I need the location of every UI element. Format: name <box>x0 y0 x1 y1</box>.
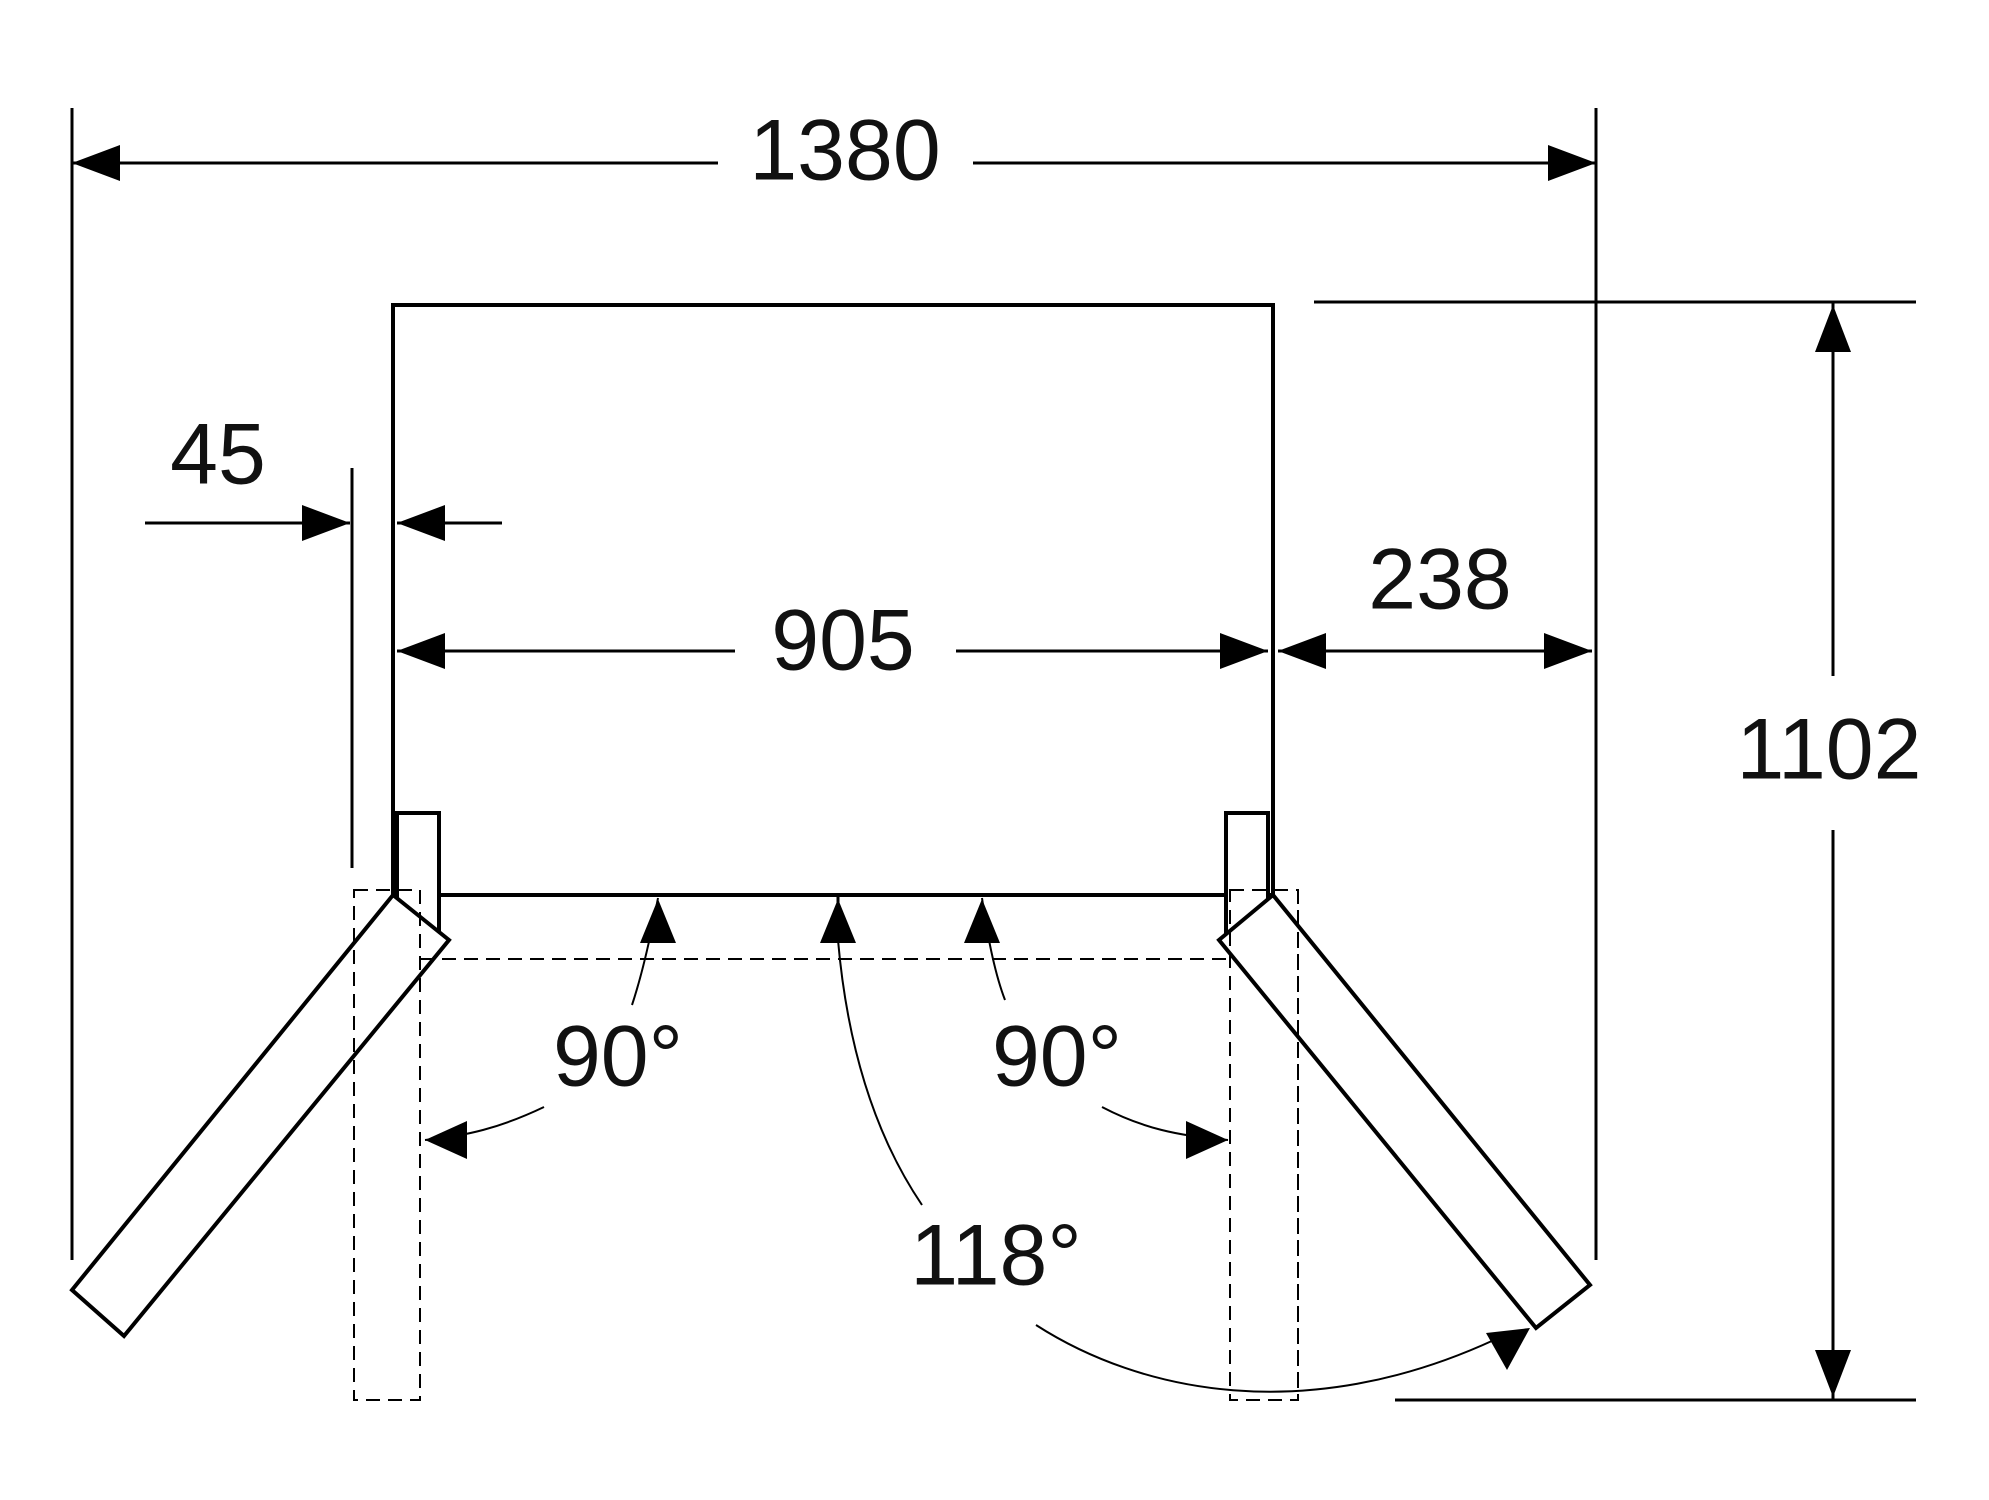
full-open-upper-arrow <box>820 899 856 943</box>
hinge-gap-left-arrow <box>302 505 350 541</box>
side-clearance-label: 238 <box>1368 532 1512 628</box>
full-open-angle-label: 118° <box>910 1208 1082 1304</box>
door-width-left-arrow <box>397 633 445 669</box>
right-open-door <box>1216 892 1593 1331</box>
depth-bottom-arrow <box>1815 1350 1851 1397</box>
overall-width-left-arrow <box>72 145 120 181</box>
left-door-angle-label: 90° <box>553 1009 683 1105</box>
left-door-90-position <box>353 889 421 1401</box>
overall-width-label: 1380 <box>749 103 940 199</box>
right-door-angle-label: 90° <box>992 1009 1122 1105</box>
depth-label: 1102 <box>1737 702 1922 798</box>
door-width-right-arrow <box>1220 633 1268 669</box>
hinge-gap-label: 45 <box>170 407 266 503</box>
full-open-angle-arc <box>837 939 923 1206</box>
left-90-upper-arrow <box>640 899 676 943</box>
side-clearance-left-arrow <box>1278 633 1326 669</box>
full-open-lower-arrow <box>1486 1328 1530 1370</box>
right-90-upper-arrow <box>964 899 1000 943</box>
side-clearance-right-arrow <box>1544 633 1592 669</box>
hinge-gap-right-arrow <box>397 505 445 541</box>
right-90-lower-arrow <box>1186 1121 1228 1159</box>
right-door-90-position <box>1229 889 1299 1401</box>
left-open-door <box>69 892 452 1339</box>
left-90-lower-arrow <box>425 1121 467 1159</box>
overall-width-right-arrow <box>1548 145 1596 181</box>
full-open-lower-arc <box>1035 1324 1495 1393</box>
depth-top-arrow <box>1815 305 1851 352</box>
door-width-label: 905 <box>771 593 915 689</box>
